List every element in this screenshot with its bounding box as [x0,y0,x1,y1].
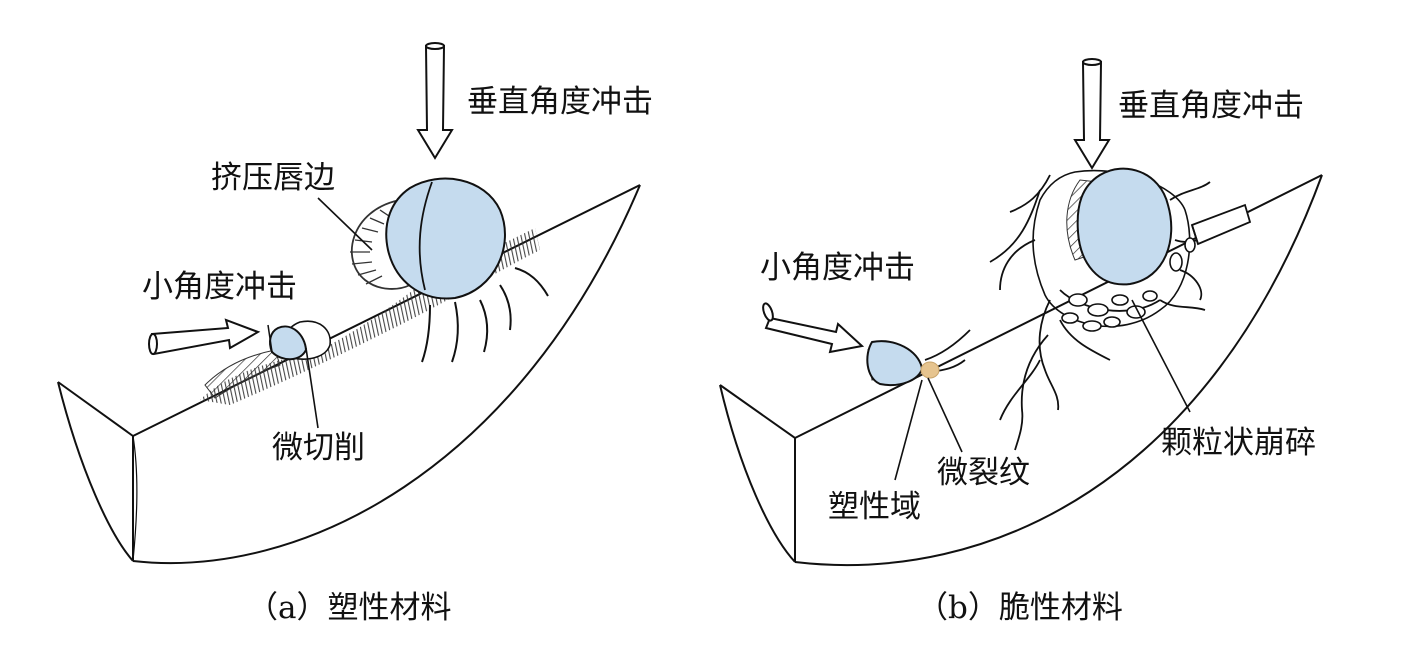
specimen-a [57,184,641,565]
panel-a [57,42,641,565]
label-micro-crack: 微裂纹 [937,455,1030,491]
label-micro-cutting: 微切削 [272,430,365,466]
label-small-angle-impact-a: 小角度冲击 [142,269,297,305]
vertical-arrow-a [416,42,454,160]
granular-fragments-b [1061,237,1196,332]
leaders-a [305,197,373,429]
label-small-angle-impact-b: 小角度冲击 [760,250,915,286]
radial-scratches-a [421,267,549,363]
crack-network-b [924,169,1213,451]
small-particle-b [866,340,940,386]
leaders-b [894,299,1191,481]
large-particle-a [385,177,506,300]
panel-b [719,58,1323,566]
caption-panel-a: （a）塑性材料 [247,590,452,626]
label-granular-fragmentation: 颗粒状崩碎 [1161,425,1316,461]
vertical-arrow-b [1073,58,1111,170]
rod-b [1190,203,1252,246]
plastic-zone-dot [920,361,940,379]
label-vertical-impact-b: 垂直角度冲击 [1118,88,1304,124]
caption-panel-b: （b）脆性材料 [917,590,1123,626]
small-angle-arrow-a [148,318,261,356]
label-plastic-zone: 塑性域 [828,489,921,525]
small-particle-a [267,320,331,361]
small-angle-arrow-b [762,302,865,354]
label-vertical-impact-a: 垂直角度冲击 [467,84,653,120]
label-extrusion-lip: 挤压唇边 [211,160,335,196]
large-particle-b [1076,167,1173,286]
